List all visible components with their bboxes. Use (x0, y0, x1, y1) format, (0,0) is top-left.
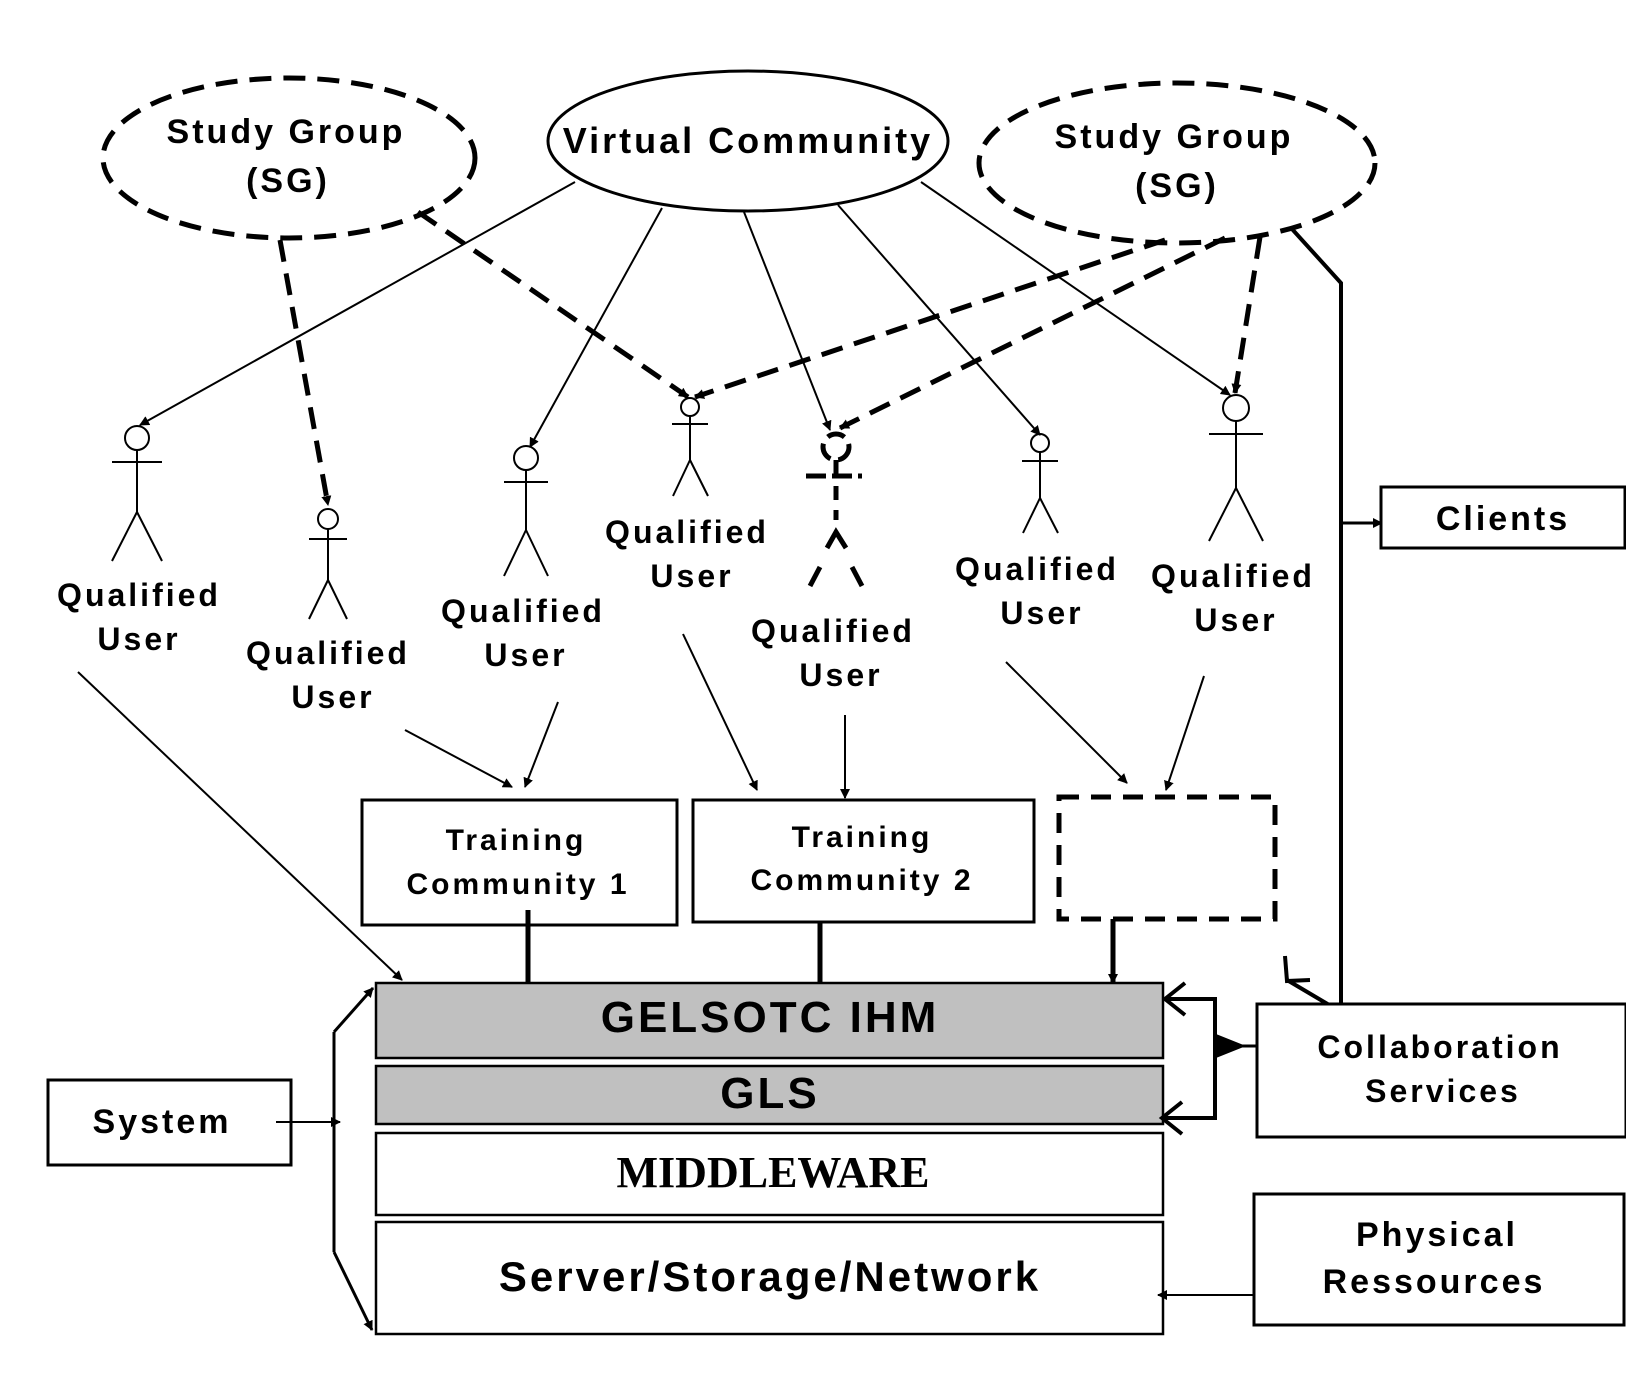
tc2-line2: Community 2 (750, 864, 973, 897)
actor-1-line2: User (97, 621, 180, 657)
clients-label: Clients (1436, 500, 1570, 538)
collab-line2: Services (1365, 1073, 1521, 1109)
collab-to-gelsotc-open-arrow (1161, 981, 1187, 1017)
user-icon (1208, 394, 1264, 542)
actor-3-line2: User (484, 637, 567, 673)
actor-2: Qualified User (246, 508, 410, 715)
physical-line2: Ressources (1323, 1263, 1546, 1301)
actor-to-community-links (77, 633, 1205, 981)
virtual-community-links (139, 181, 1231, 448)
study-group-left-node: Study Group (SG) (100, 75, 478, 241)
actor-5: Qualified User (751, 431, 915, 693)
layer-gls: GLS (374, 1064, 1165, 1126)
sg-right-to-user4-arrow (694, 237, 1166, 400)
physical-ressources-node: Physical Ressources (1252, 1192, 1626, 1327)
user4-to-tc2-arrow (682, 633, 758, 791)
vc-to-user6-arrow (837, 204, 1041, 436)
community-to-gelsotc-links (523, 910, 1118, 993)
user3-to-tc1-arrow (523, 701, 559, 788)
pending-user-icon (806, 431, 865, 588)
system-links (276, 987, 375, 1331)
actor-7-line2: User (1194, 602, 1277, 638)
middleware-label: MIDDLEWARE (617, 1148, 930, 1197)
training-community-1: Training Community 1 (360, 798, 679, 927)
training-community-2: Training Community 2 (691, 798, 1036, 924)
gls-label: GLS (720, 1069, 819, 1118)
user-icon (503, 445, 549, 577)
vc-to-user1-arrow (139, 181, 576, 426)
collab-arrowhead (1216, 1034, 1246, 1058)
study-group-right-line2: (SG) (1135, 167, 1219, 205)
clients-connector (1283, 227, 1383, 1016)
collaboration-services-node: Collaboration Services (1255, 1002, 1626, 1139)
user-icon (308, 508, 348, 620)
tc1-line2: Community 1 (406, 868, 629, 901)
tc1-line1: Training (446, 824, 587, 857)
vc-to-user5-arrow (743, 211, 832, 431)
tc2-line1: Training (792, 821, 933, 854)
system-node: System (46, 1078, 293, 1167)
actor-4-line2: User (650, 558, 733, 594)
layer-middleware: MIDDLEWARE (374, 1131, 1165, 1217)
user6-to-placeholder-arrow (1005, 661, 1128, 784)
sg-right-to-user7-arrow (1231, 236, 1263, 394)
sg-right-to-collab-line (1285, 227, 1343, 1016)
vc-to-user7-arrow (920, 181, 1231, 396)
actor-6-line1: Qualified (955, 551, 1119, 587)
study-group-right-node: Study Group (SG) (976, 80, 1378, 246)
virtual-community-label: Virtual Community (563, 120, 933, 161)
study-group-links (277, 209, 1263, 506)
sg-left-to-user4-arrow (416, 209, 690, 400)
actor-2-line2: User (291, 679, 374, 715)
user-icon (1022, 433, 1059, 534)
actor-4-line1: Qualified (605, 514, 769, 550)
layer-gelsotc-ihm: GELSOTC IHM (374, 981, 1165, 1060)
layer-stack: GELSOTC IHM GLS MIDDLEWARE Server/Storag… (374, 981, 1165, 1336)
actor-2-line1: Qualified (246, 635, 410, 671)
user-icon (672, 397, 709, 497)
user7-to-placeholder-arrow (1164, 675, 1205, 791)
actor-3-line1: Qualified (441, 593, 605, 629)
actor-5-line1: Qualified (751, 613, 915, 649)
actor-7: Qualified User (1151, 394, 1315, 638)
user1-to-gelsotc-arrow (77, 671, 403, 981)
physical-line1: Physical (1356, 1216, 1518, 1254)
user-icon (111, 425, 163, 562)
actor-3: Qualified User (441, 445, 605, 673)
actor-5-line2: User (799, 657, 882, 693)
study-group-left-line2: (SG) (246, 162, 330, 200)
user2-to-tc1-arrow (404, 729, 513, 788)
gelsotc-label: GELSOTC IHM (601, 993, 940, 1042)
study-group-left-line1: Study Group (167, 113, 406, 151)
infrastructure-label: Server/Storage/Network (499, 1253, 1041, 1300)
sg-right-to-user5-arrow (838, 235, 1227, 431)
collaboration-links (1158, 981, 1256, 1136)
system-to-gelsotc-arrow (332, 987, 375, 1033)
collab-to-gls-open-arrow (1158, 1100, 1184, 1136)
study-group-right-line1: Study Group (1055, 118, 1294, 156)
vc-to-user3-arrow (529, 207, 663, 448)
system-to-infrastructure-arrow (332, 1251, 374, 1331)
sg-left-to-user2-arrow (277, 239, 332, 506)
actor-1: Qualified User (57, 425, 221, 657)
collab-open-arrowhead (1283, 955, 1311, 984)
virtual-community-node: Virtual Community (546, 69, 950, 213)
clients-node: Clients (1379, 485, 1626, 550)
system-label: System (93, 1103, 232, 1141)
actor-4: Qualified User (605, 397, 769, 594)
actor-6-line2: User (1000, 595, 1083, 631)
future-community-placeholder (1056, 794, 1278, 922)
layer-server-storage-network: Server/Storage/Network (374, 1220, 1165, 1336)
actor-6: Qualified User (955, 433, 1119, 631)
actor-1-line1: Qualified (57, 577, 221, 613)
actor-7-line1: Qualified (1151, 558, 1315, 594)
collab-line1: Collaboration (1317, 1029, 1562, 1065)
